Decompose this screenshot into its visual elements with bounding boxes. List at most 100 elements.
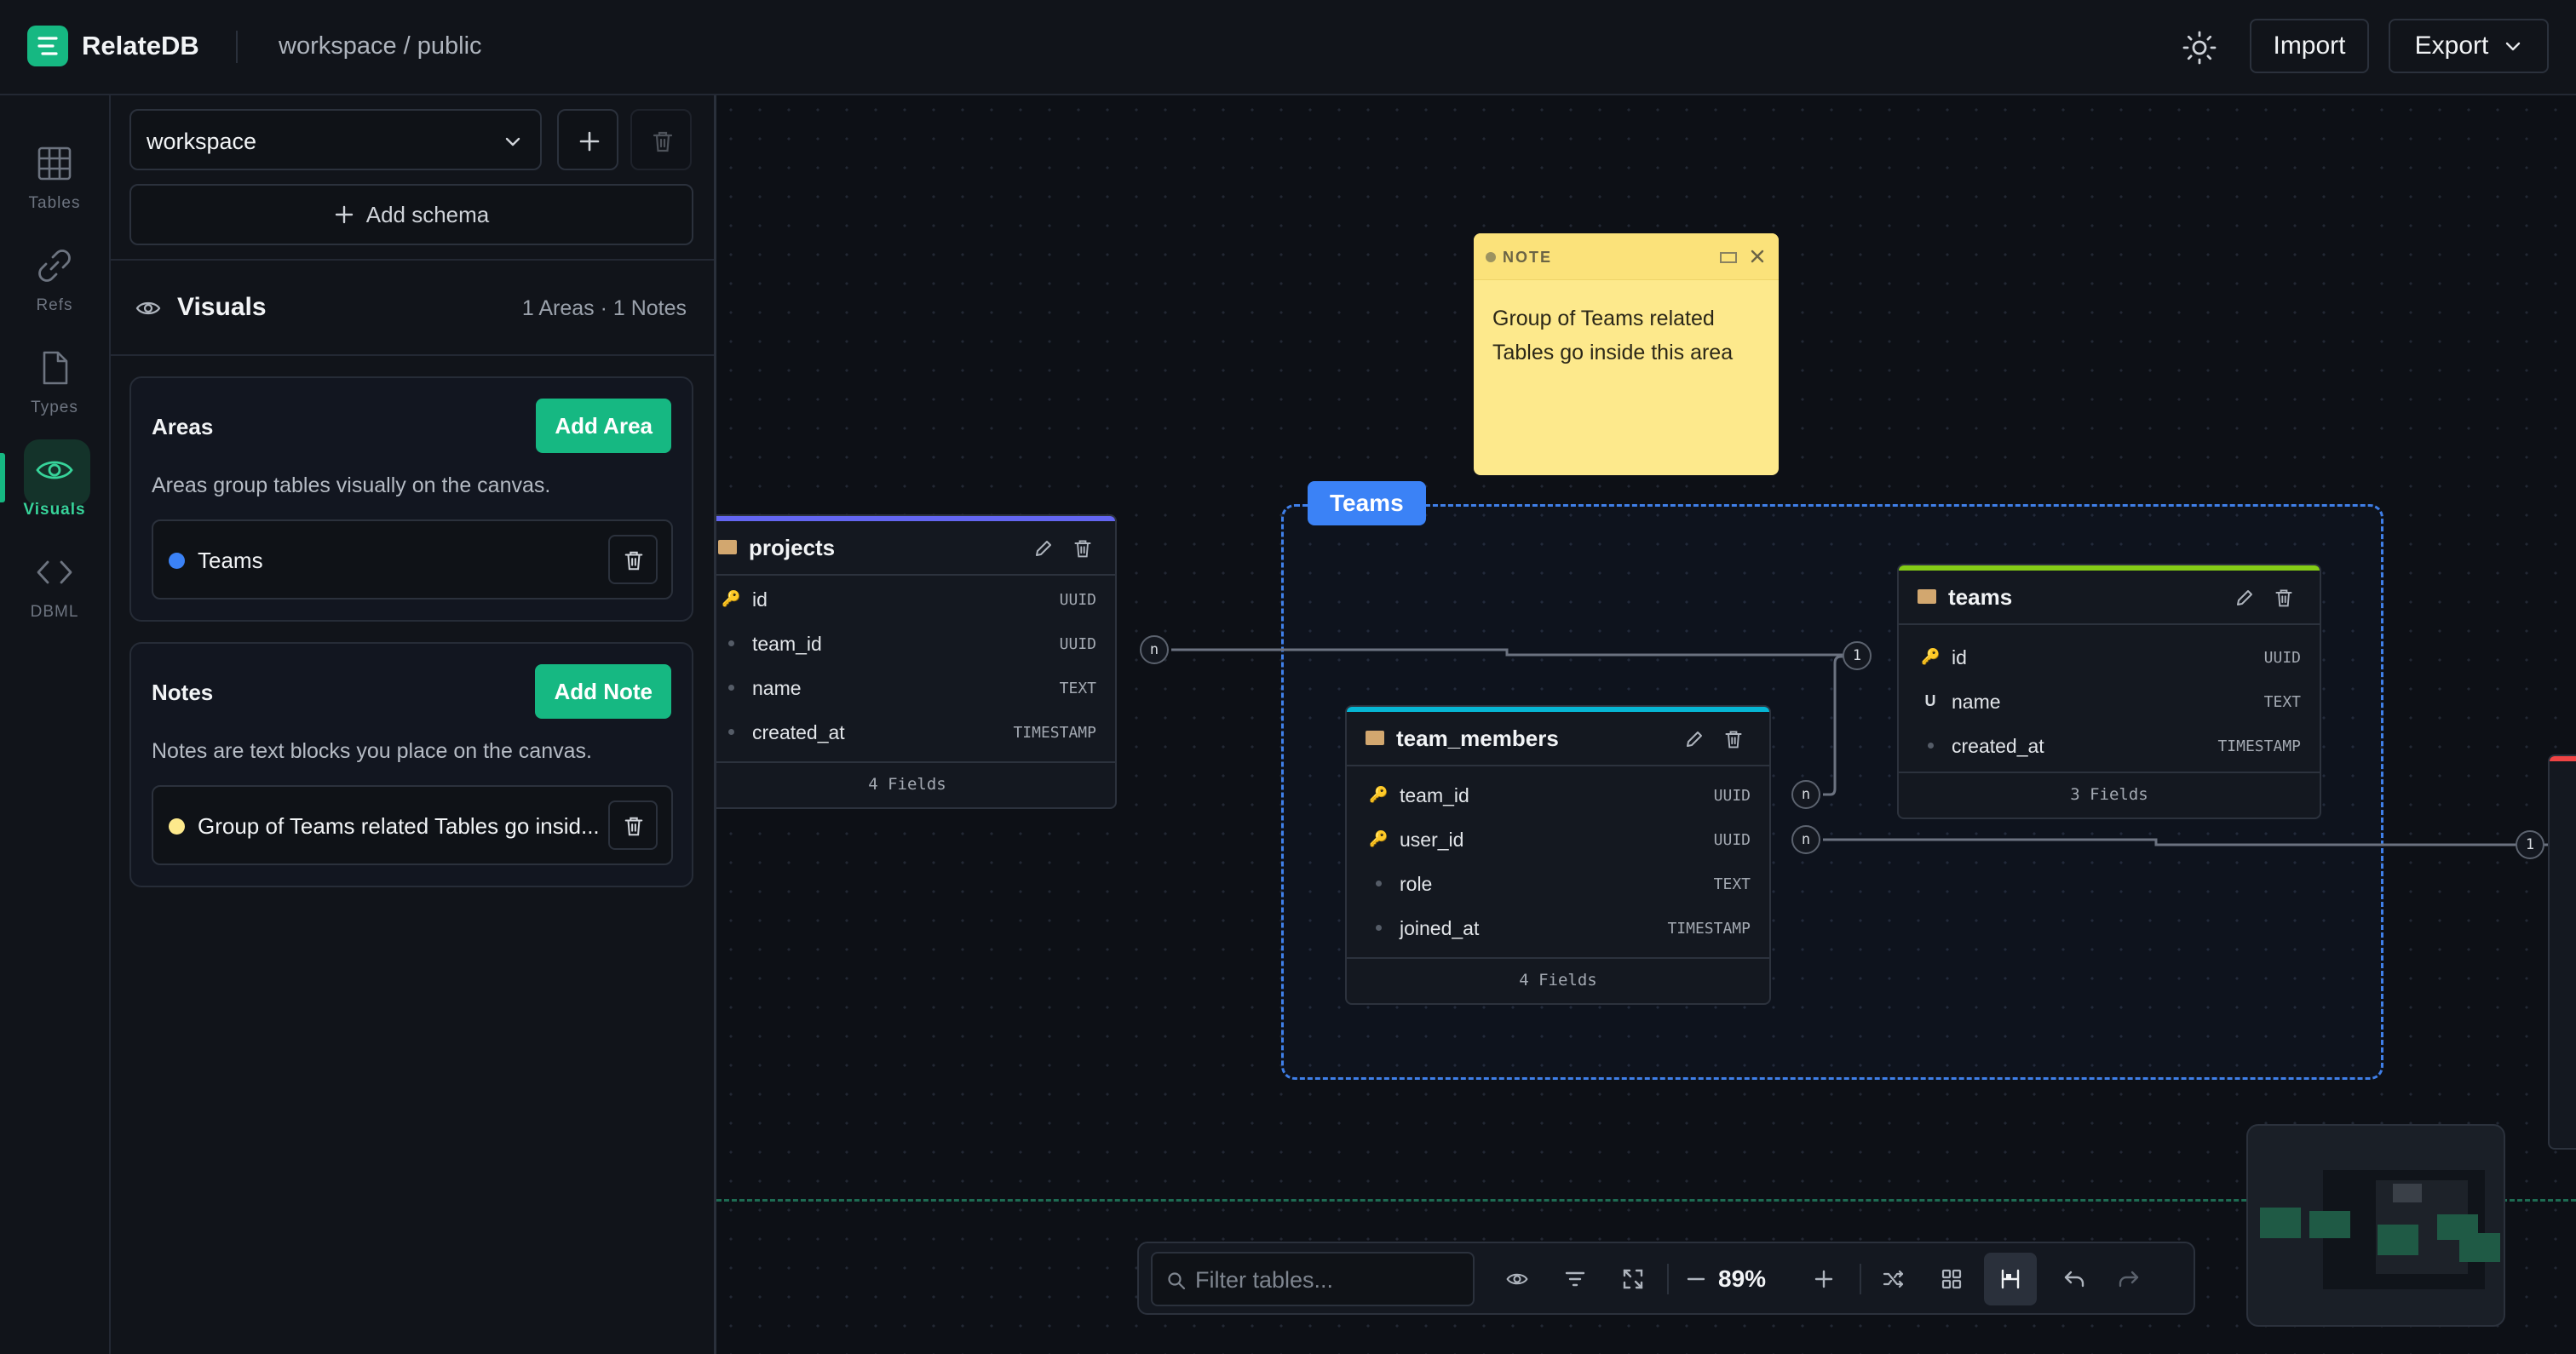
- rail-item-types[interactable]: Types: [0, 341, 109, 434]
- delete-note-button[interactable]: [608, 800, 658, 850]
- undo-button[interactable]: [2054, 1259, 2095, 1299]
- divider: [111, 259, 714, 261]
- sidebar-panel: workspace Add schema Visuals 1 Areas · 1…: [111, 95, 716, 1354]
- field-dot-icon: [722, 678, 740, 697]
- new-schema-button[interactable]: [557, 109, 618, 170]
- import-button[interactable]: Import: [2250, 19, 2369, 73]
- close-icon[interactable]: [1748, 247, 1767, 266]
- areas-description: Areas group tables visually on the canva…: [152, 473, 551, 497]
- trash-icon[interactable]: [1723, 729, 1744, 749]
- top-bar: RelateDB workspace / public Import Expor…: [0, 0, 2576, 95]
- field-dot-icon: [1369, 918, 1388, 937]
- add-schema-label: Add schema: [365, 201, 490, 227]
- field-row[interactable]: joined_at TIMESTAMP: [1347, 906, 1769, 950]
- rail-label: Tables: [28, 194, 81, 212]
- toolbar-divider: [1667, 1264, 1669, 1294]
- note-drag-handle[interactable]: [1486, 252, 1496, 262]
- field-row[interactable]: U name TEXT: [1899, 680, 2320, 724]
- table-header[interactable]: teams: [1899, 571, 2320, 625]
- pencil-icon[interactable]: [2234, 588, 2255, 608]
- notes-card: Notes Add Note Notes are text blocks you…: [129, 642, 693, 887]
- field-row[interactable]: 🔑 team_id UUID: [1347, 773, 1769, 818]
- trash-icon[interactable]: [1072, 538, 1093, 559]
- field-row[interactable]: created_at TIMESTAMP: [716, 710, 1115, 754]
- rail-label: Refs: [36, 296, 73, 314]
- field-dot-icon: [722, 722, 740, 741]
- add-note-button[interactable]: Add Note: [535, 664, 671, 719]
- align-button[interactable]: [1984, 1253, 2037, 1305]
- table-header[interactable]: team_members: [1347, 712, 1769, 766]
- area-list-item[interactable]: Teams: [152, 519, 673, 600]
- rail-item-dbml[interactable]: DBML: [0, 545, 109, 639]
- field-row[interactable]: created_at TIMESTAMP: [1899, 724, 2320, 768]
- table-footer: 4 Fields: [1347, 957, 1769, 1003]
- diagram-canvas[interactable]: Teams NOTE Group of Teams related Tables…: [716, 95, 2576, 1354]
- fit-view-button[interactable]: [1613, 1259, 1653, 1299]
- table-projects[interactable]: projects 🔑 id UUID team_id UUID name TEX…: [716, 514, 1117, 809]
- minimap-table: [2260, 1208, 2301, 1238]
- table-offscreen[interactable]: [2548, 754, 2576, 1150]
- nav-rail: Tables Refs Types Visuals DBML: [0, 95, 111, 1354]
- minimize-icon[interactable]: [1719, 249, 1738, 266]
- cardinality-badge: 1: [2516, 830, 2544, 859]
- field-name: role: [1400, 873, 1433, 895]
- add-schema-button[interactable]: Add schema: [129, 184, 693, 245]
- area-color-dot: [169, 553, 185, 569]
- toggle-visibility-button[interactable]: [1497, 1259, 1538, 1299]
- note-preview: Group of Teams related Tables go insid..…: [198, 813, 600, 839]
- field-row[interactable]: role TEXT: [1347, 862, 1769, 906]
- sun-icon[interactable]: [2179, 27, 2220, 68]
- minus-icon: [1687, 1277, 1705, 1281]
- cardinality-badge: n: [1791, 825, 1820, 854]
- filter-placeholder: Filter tables...: [1195, 1267, 1334, 1293]
- note-list-item[interactable]: Group of Teams related Tables go insid..…: [152, 785, 673, 865]
- delete-schema-button[interactable]: [630, 109, 692, 170]
- canvas-guide-line: [716, 1199, 2576, 1202]
- table-name: team_members: [1396, 726, 1559, 751]
- areas-card: Areas Add Area Areas group tables visual…: [129, 376, 693, 622]
- trash-icon[interactable]: [2274, 588, 2294, 608]
- field-row[interactable]: 🔑 id UUID: [716, 577, 1115, 622]
- table-teams[interactable]: teams 🔑 id UUID U name TEXT created_at T…: [1897, 564, 2321, 819]
- field-row[interactable]: 🔑 user_id UUID: [1347, 818, 1769, 862]
- export-button[interactable]: Export: [2389, 19, 2549, 73]
- chevron-down-icon: [2506, 42, 2521, 51]
- pencil-icon[interactable]: [1684, 729, 1705, 749]
- table-header[interactable]: projects: [716, 521, 1115, 576]
- cardinality-badge: n: [1791, 780, 1820, 809]
- export-label: Export: [2414, 32, 2489, 60]
- plus-icon: [335, 205, 353, 224]
- breadcrumb: workspace / public: [279, 32, 482, 60]
- rail-item-tables[interactable]: Tables: [0, 136, 109, 230]
- zoom-out-button[interactable]: [1676, 1259, 1716, 1299]
- rail-item-visuals[interactable]: Visuals: [0, 439, 109, 536]
- redo-button[interactable]: [2108, 1259, 2149, 1299]
- area-teams[interactable]: [1281, 504, 2383, 1080]
- field-name: id: [752, 588, 768, 611]
- zoom-in-button[interactable]: [1803, 1259, 1844, 1299]
- add-area-button[interactable]: Add Area: [536, 399, 671, 453]
- minimap[interactable]: [2246, 1124, 2505, 1327]
- field-row[interactable]: 🔑 id UUID: [1899, 635, 2320, 680]
- field-row[interactable]: name TEXT: [716, 666, 1115, 710]
- field-name: name: [752, 677, 802, 699]
- visuals-title: Visuals: [177, 293, 267, 321]
- schema-select[interactable]: workspace: [129, 109, 542, 170]
- note-text[interactable]: Group of Teams related Tables go inside …: [1492, 307, 1734, 364]
- table-team-members[interactable]: team_members 🔑 team_id UUID 🔑 user_id UU…: [1345, 705, 1771, 1005]
- field-name: name: [1952, 691, 2001, 713]
- field-row[interactable]: team_id UUID: [716, 622, 1115, 666]
- filter-button[interactable]: [1555, 1259, 1596, 1299]
- area-label[interactable]: Teams: [1308, 481, 1426, 525]
- delete-area-button[interactable]: [608, 535, 658, 584]
- filter-tables-input[interactable]: Filter tables...: [1151, 1252, 1475, 1306]
- plus-icon: [1814, 1270, 1833, 1288]
- sticky-note[interactable]: NOTE Group of Teams related Tables go in…: [1474, 233, 1779, 475]
- grid-layout-button[interactable]: [1931, 1259, 1972, 1299]
- pencil-icon[interactable]: [1033, 538, 1054, 559]
- minimap-table: [2378, 1225, 2418, 1255]
- shuffle-layout-button[interactable]: [1873, 1259, 1914, 1299]
- rail-item-refs[interactable]: Refs: [0, 238, 109, 332]
- field-name: user_id: [1400, 829, 1464, 851]
- table-name: teams: [1948, 584, 2013, 610]
